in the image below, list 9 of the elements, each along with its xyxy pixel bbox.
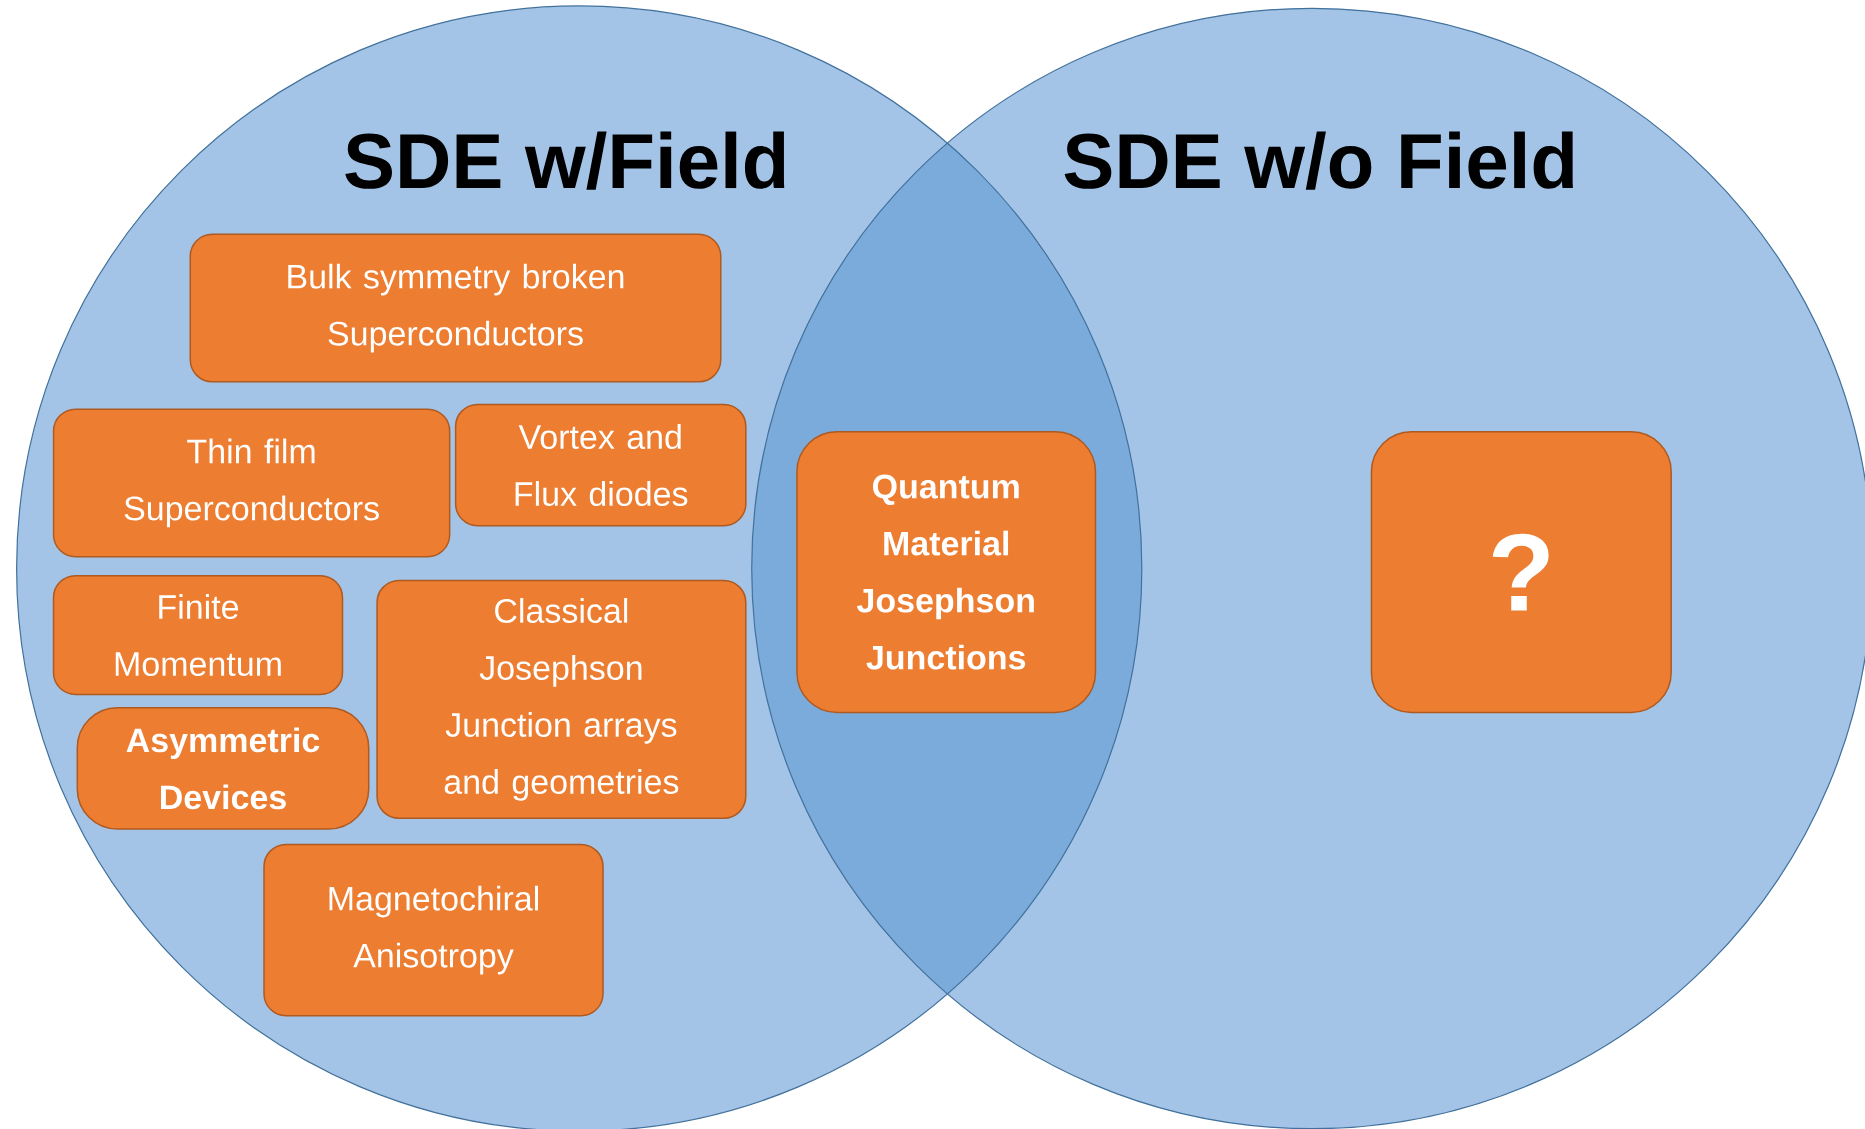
category-box: Thin film Superconductors bbox=[52, 408, 451, 558]
category-box: ? bbox=[1370, 431, 1672, 714]
category-box: Magnetochiral Anisotropy bbox=[263, 843, 604, 1017]
category-box: Classical Josephson Junction arrays and geometries bbox=[376, 579, 747, 820]
category-box: Quantum Material Josephson Junctions bbox=[796, 431, 1097, 714]
category-box: Bulk symmetry broken Superconductors bbox=[189, 233, 722, 383]
category-box: Finite Momentum bbox=[52, 574, 344, 696]
category-box: Vortex and Flux diodes bbox=[454, 403, 747, 527]
category-box: Asymmetric Devices bbox=[76, 707, 370, 830]
